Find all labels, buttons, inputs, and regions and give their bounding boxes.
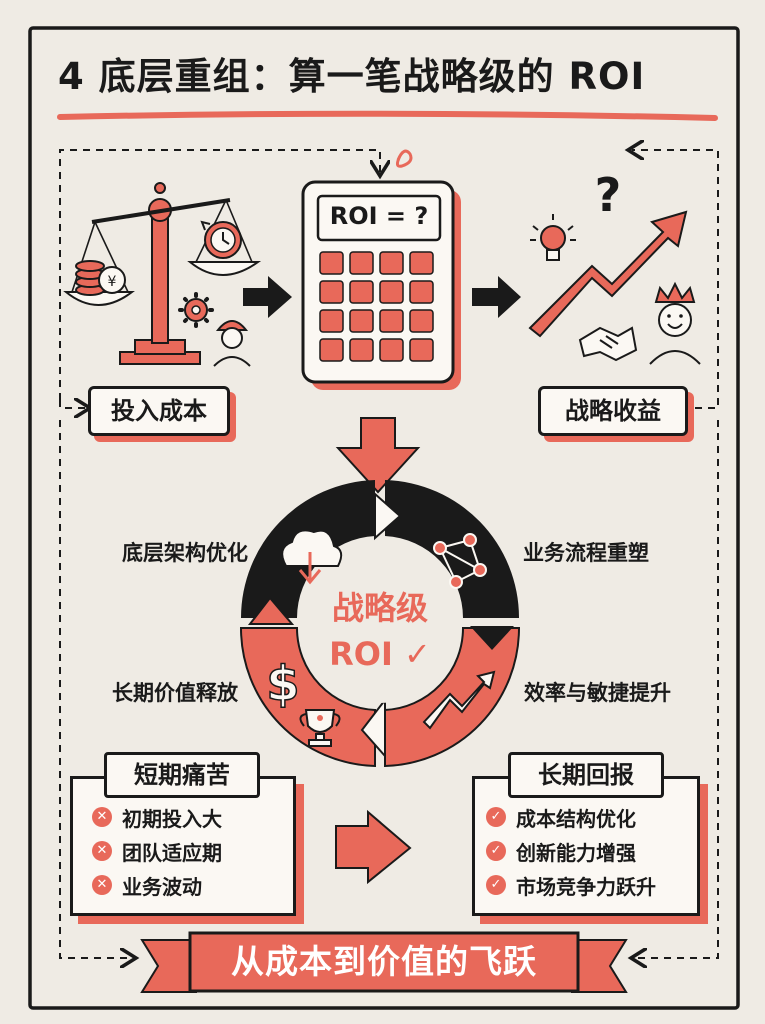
cycle-label-top-left: 底层架构优化 [122,541,248,565]
calculator-key [319,280,344,304]
cycle-center-line1: 战略级 [331,589,428,627]
long-term-list: ✓ 成本结构优化 ✓ 创新能力增强 ✓ 市场竞争力跃升 [486,800,691,902]
cloud-download-icon [281,529,343,585]
cycle-segment-value [239,627,376,768]
calculator-key [349,309,374,333]
cross-icon: ✕ [92,841,112,861]
network-icon [433,533,487,589]
title-underline [57,110,718,121]
arrow-right-icon [335,809,412,885]
calculator-key [319,338,344,362]
short-term-item: ✕ 业务波动 [92,868,282,902]
cycle-arrowhead [470,626,514,650]
calculator-key [349,251,374,275]
short-term-title: 短期痛苦 [104,752,260,798]
cross-icon: ✕ [92,807,112,827]
clock-icon [200,220,242,259]
short-term-item: ✕ 团队适应期 [92,834,282,868]
trophy-icon [299,709,341,747]
svg-text:¥: ¥ [108,274,117,290]
long-term-item-text: 成本结构优化 [516,806,636,831]
short-term-item-text: 团队适应期 [122,840,222,865]
cycle-diagram [239,480,521,768]
short-term-list: ✕ 初期投入大 ✕ 团队适应期 ✕ 业务波动 [92,800,282,902]
cross-icon: ✕ [92,875,112,895]
strategic-benefit-label: 战略收益 [538,386,688,436]
handshake-icon [578,326,638,362]
cycle-label-top-right: 业务流程重塑 [523,541,649,565]
calculator-key [379,251,404,275]
page-title: 4 底层重组：算一笔战略级的 ROI [58,55,646,98]
cycle-arrowhead [374,491,402,541]
calculator-key [409,338,434,362]
calculator-key [319,251,344,275]
lightbulb-icon [530,214,576,261]
cycle-segment-process [385,480,520,618]
gear-icon [178,292,214,328]
arrow-right-icon [243,276,292,318]
arrow-down-icon [335,417,421,494]
calculator-key [379,280,404,304]
question-mark: ? [594,168,622,222]
dashed-flow-paths [59,150,719,958]
calculator-key [319,309,344,333]
calculator-screen-text: ROI = ? [329,202,429,230]
calculator-key [409,251,434,275]
squiggle-doodle [395,149,413,168]
long-term-title: 长期回报 [508,752,664,798]
long-term-item: ✓ 成本结构优化 [486,800,691,834]
banner-text: 从成本到价值的飞跃 [231,942,537,981]
trend-up-icon [422,670,496,730]
cycle-label-bottom-right: 效率与敏捷提升 [524,681,671,705]
check-icon: ✓ [486,841,506,861]
short-term-item-text: 初期投入大 [122,806,222,831]
banner-ribbon [140,931,628,993]
long-term-panel [472,776,700,916]
crowned-person-icon [649,281,701,365]
calculator-key [409,309,434,333]
cycle-arrowhead [247,596,295,625]
long-term-item-text: 创新能力增强 [516,840,636,865]
check-icon: ✓ [486,875,506,895]
worker-icon [213,320,251,367]
calculator-key [409,280,434,304]
short-term-item-text: 业务波动 [122,874,202,899]
check-icon: ✓ [486,807,506,827]
calculator-key [349,338,374,362]
cycle-arrowhead [360,697,386,759]
calculator-key [379,338,404,362]
cycle-center-line2: ROI ✓ [329,635,431,673]
cycle-label-bottom-left: 长期价值释放 [112,681,238,705]
short-term-item: ✕ 初期投入大 [92,800,282,834]
long-term-item-text: 市场竞争力跃升 [516,874,656,899]
input-cost-label: 投入成本 [88,386,230,436]
calculator-keypad [319,251,434,362]
long-term-item: ✓ 创新能力增强 [486,834,691,868]
outer-frame [28,26,740,1010]
growth-arrow-icon [528,210,688,338]
dollar-icon: $ [266,655,301,713]
svg-text:$: $ [266,656,299,712]
coins-icon: ¥ [75,260,126,296]
arrow-right-icon [472,276,521,318]
long-term-item: ✓ 市场竞争力跃升 [486,868,691,902]
calculator-key [379,309,404,333]
calculator-key [349,280,374,304]
